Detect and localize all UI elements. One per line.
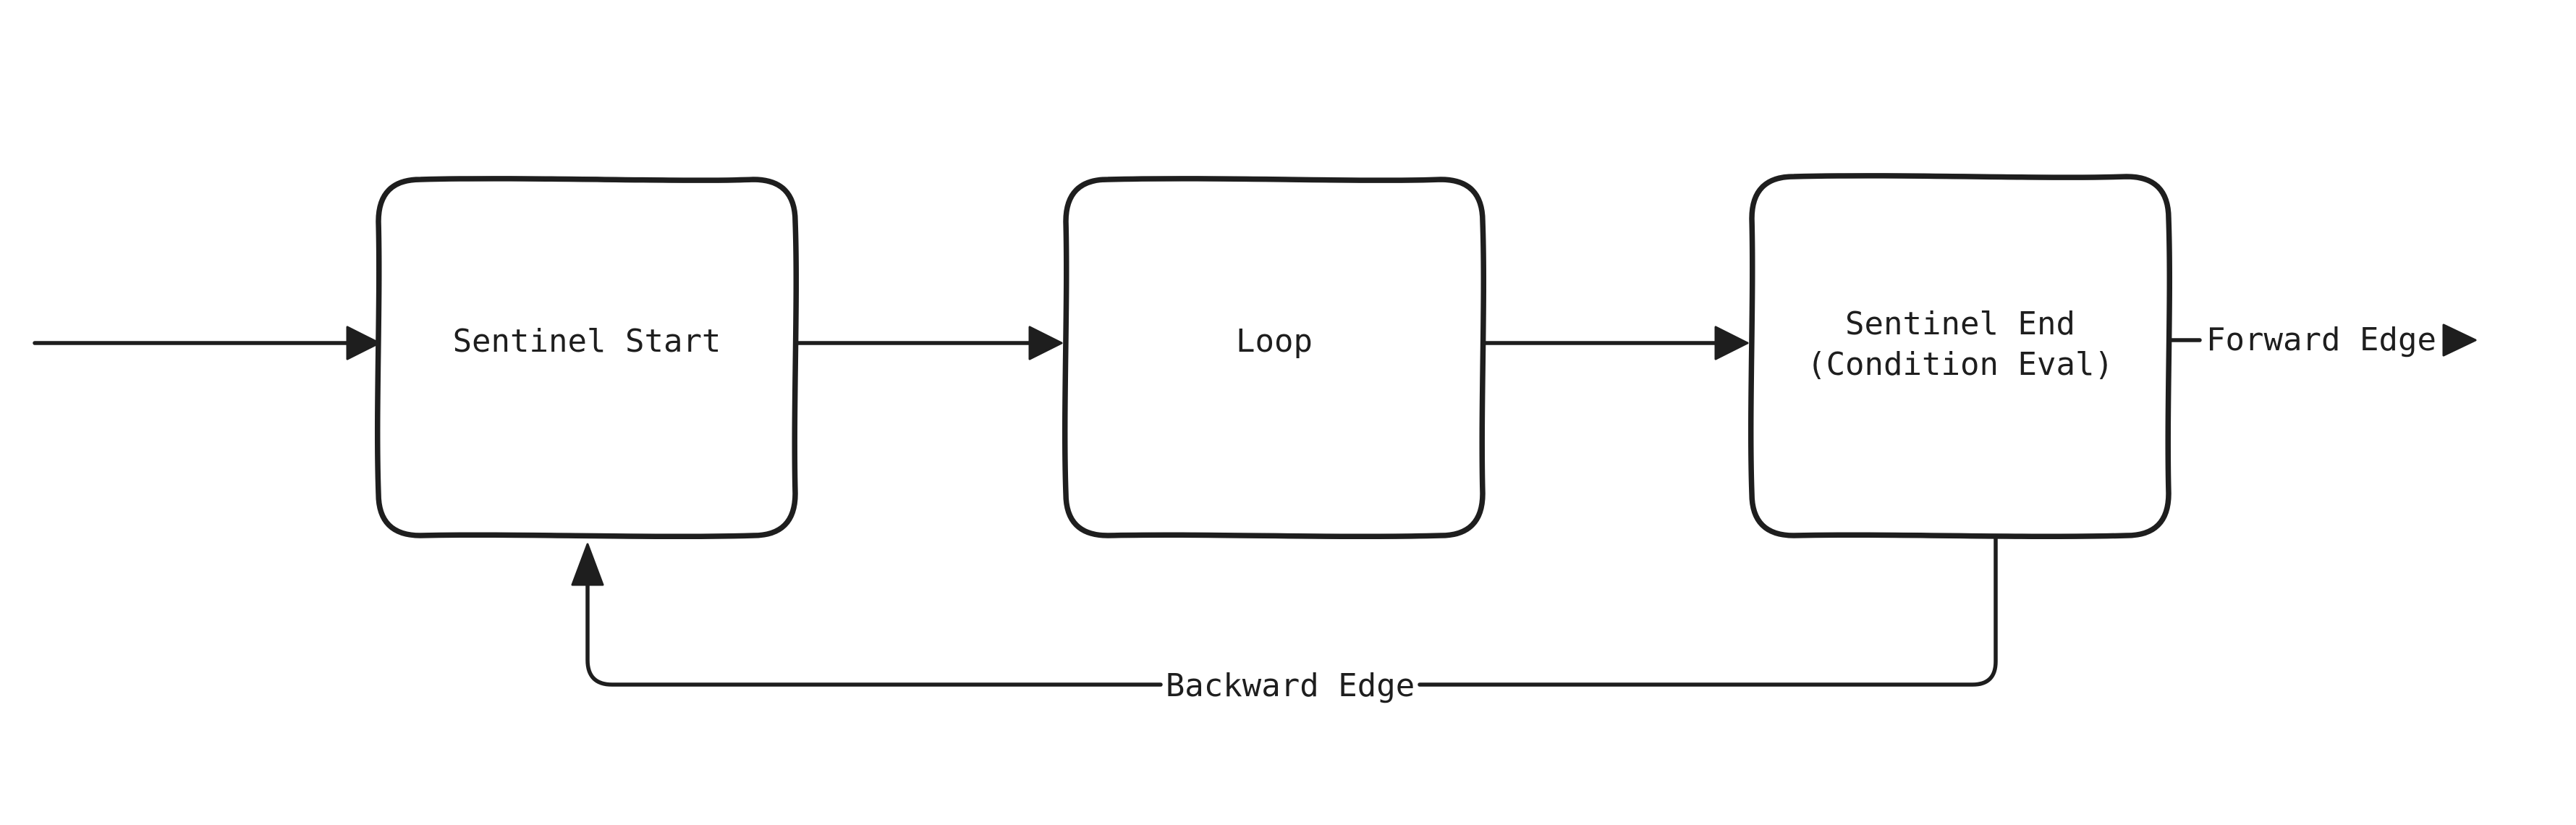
node-loop: Loop [1062,176,1487,540]
node-sentinel-start: Sentinel Start [374,176,800,540]
entry-arrow [33,326,381,360]
loop-label: Loop [1236,323,1313,360]
sentinel-start-label: Sentinel Start [453,323,721,360]
backward-edge-label: Backward Edge [1166,667,1415,704]
forward-edge: Forward Edge [2169,321,2477,358]
backward-edge: Backward Edge [571,536,1998,704]
sentinel-start-box-sketch-stroke [376,177,798,538]
arrow-start-to-loop-head-icon [1028,326,1063,360]
sentinel-end-label-line2: (Condition Eval) [1807,346,2114,383]
backward-edge-left-segment [585,581,1163,687]
arrow-start-to-loop [795,326,1063,360]
forward-edge-label: Forward Edge [2206,321,2436,358]
sentinel-end-box-sketch-stroke [1749,174,2172,538]
node-sentinel-end: Sentinel End (Condition Eval) [1747,173,2173,540]
backward-edge-right-segment [1418,536,1998,687]
arrow-loop-to-end-head-icon [1714,326,1749,360]
entry-arrow-head-icon [346,326,381,360]
forward-edge-head-icon [2442,323,2477,357]
arrow-loop-to-end [1483,326,1749,360]
sentinel-end-label-line1: Sentinel End [1845,305,2075,342]
backward-edge-head-icon [571,543,604,586]
loop-box-sketch-stroke [1064,177,1485,538]
